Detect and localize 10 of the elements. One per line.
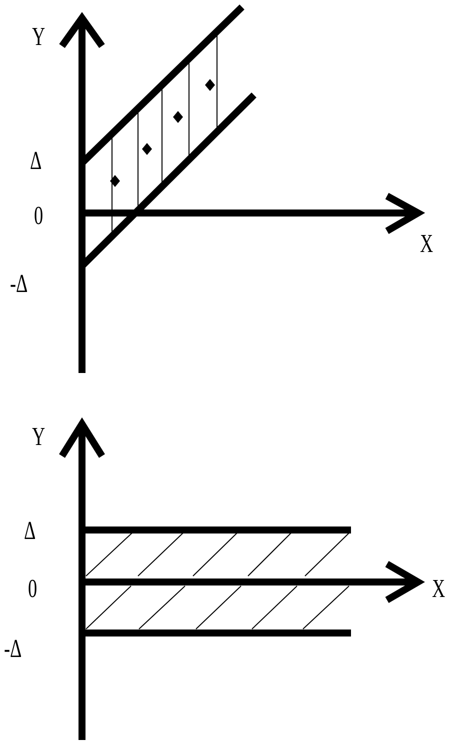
tick-label: Δ — [30, 148, 42, 174]
axis-label: X — [420, 231, 434, 257]
tick-label: Δ — [24, 518, 36, 544]
tick-label: -Δ — [10, 271, 28, 297]
axis-label: Y — [32, 24, 46, 50]
tick-label: 0 — [28, 576, 38, 602]
tick-label: 0 — [34, 203, 44, 229]
axis-label: Y — [32, 424, 46, 450]
tick-label: -Δ — [4, 636, 22, 662]
axis-label: X — [432, 576, 446, 602]
